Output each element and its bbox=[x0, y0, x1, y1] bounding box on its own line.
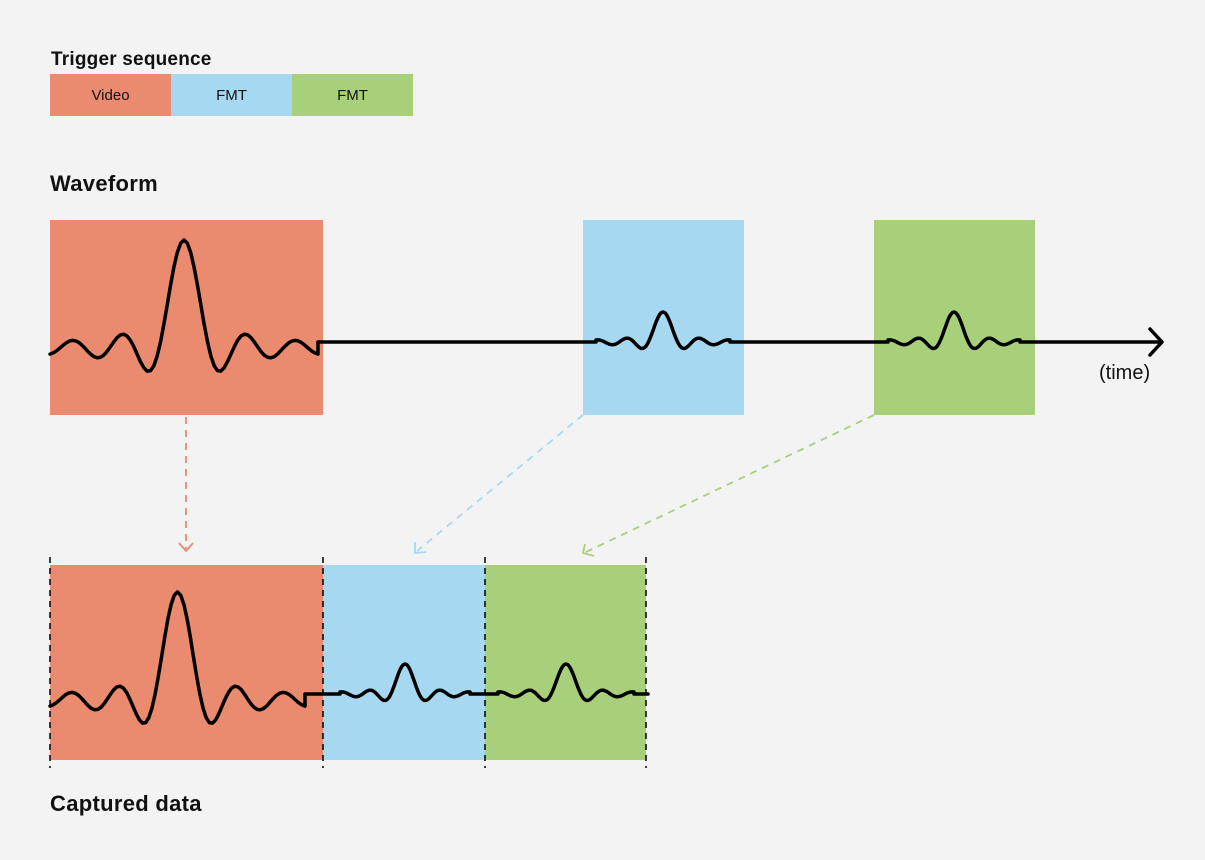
mapping-arrow-video bbox=[178, 417, 194, 553]
time-axis-label: (time) bbox=[1099, 362, 1151, 384]
legend-item-video: Video bbox=[50, 74, 171, 116]
waveform-fmt-segment-2 bbox=[874, 220, 1035, 415]
waveform-fmt-segment-1 bbox=[583, 220, 744, 415]
segment-separators bbox=[49, 557, 647, 768]
waveform-title: Waveform bbox=[50, 171, 158, 196]
legend-item-fmt-1: FMT bbox=[171, 74, 292, 116]
waveform-video-segment bbox=[50, 220, 323, 415]
mapping-arrow-fmt-1 bbox=[414, 414, 584, 554]
mapping-arrow-fmt-2 bbox=[581, 414, 875, 557]
trigger-sequence-legend: Video FMT FMT bbox=[50, 74, 413, 116]
captured-signal-line bbox=[48, 590, 650, 725]
time-arrowhead bbox=[1148, 327, 1164, 357]
captured-data-title: Captured data bbox=[50, 791, 202, 816]
captured-fmt-segment-1 bbox=[323, 565, 485, 760]
captured-video-segment bbox=[50, 565, 323, 760]
trigger-sequence-title: Trigger sequence bbox=[51, 49, 212, 70]
legend-item-fmt-2: FMT bbox=[292, 74, 413, 116]
waveform-signal-line bbox=[48, 238, 1162, 373]
